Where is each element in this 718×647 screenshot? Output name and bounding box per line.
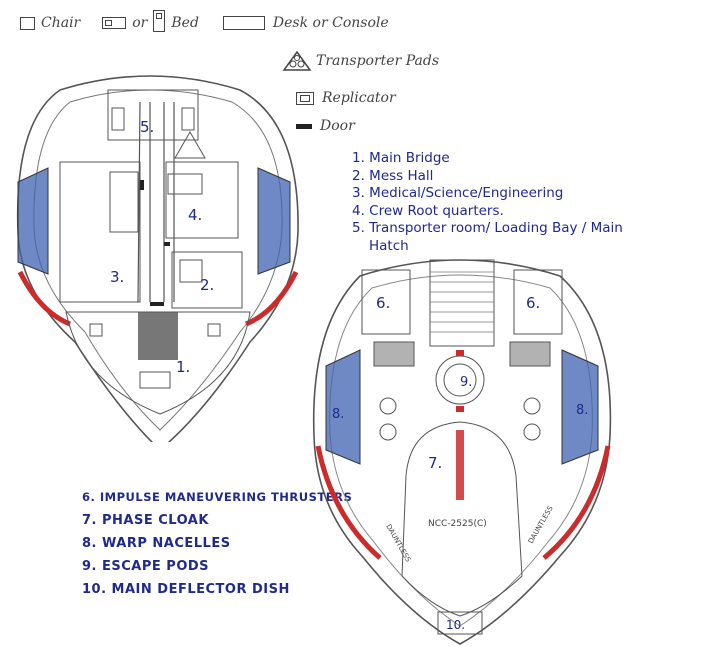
bottom-label-6a: 6. bbox=[376, 294, 390, 312]
ship-bottom-view: 6. 6. 9. 8. 8. 7. 10. NCC-2525(C) DAUNTL… bbox=[312, 259, 612, 645]
bottom-label-10: 10. bbox=[446, 618, 465, 632]
legend-row-door: Door bbox=[296, 118, 355, 134]
bottom-label-6b: 6. bbox=[526, 294, 540, 312]
bottom-grille-lines bbox=[430, 271, 494, 333]
bottom-pod-r1 bbox=[523, 397, 541, 415]
bottom-thruster-left bbox=[361, 269, 411, 335]
top-room-4-bed bbox=[167, 173, 203, 195]
top-door-2 bbox=[164, 242, 170, 246]
key-item-6: 6. IMPULSE MANEUVERING THRUSTERS bbox=[82, 490, 353, 504]
legend-door-label: Door bbox=[320, 118, 355, 134]
bed-vertical-symbol bbox=[153, 10, 166, 32]
top-label-2: 2. bbox=[200, 276, 214, 294]
key-item-3: 3. Medical/Science/Engineering bbox=[352, 185, 564, 201]
top-room-2-desk bbox=[179, 259, 203, 283]
bottom-red-trim-right bbox=[542, 445, 611, 560]
top-room-5 bbox=[107, 89, 199, 141]
legend-or-label: or bbox=[132, 15, 148, 31]
top-label-4: 4. bbox=[188, 206, 202, 224]
bottom-label-9: 9. bbox=[460, 375, 472, 390]
legend-row-replicator: Replicator bbox=[296, 90, 396, 106]
bottom-escape-pod-hatch-inner bbox=[443, 363, 477, 397]
bottom-registry: NCC-2525(C) bbox=[428, 519, 487, 529]
bottom-pod-l1 bbox=[379, 397, 397, 415]
bottom-nacelle-left bbox=[325, 349, 361, 465]
key-item-1: 1. Main Bridge bbox=[352, 150, 450, 166]
legend-row-transporter: Transporter Pads bbox=[282, 50, 439, 72]
key-item-9: 9. ESCAPE PODS bbox=[82, 559, 210, 574]
top-red-trim-left bbox=[17, 270, 71, 327]
chair-symbol bbox=[20, 16, 35, 30]
door-symbol bbox=[296, 123, 312, 129]
top-transporter-pads bbox=[174, 130, 206, 159]
bottom-label-8b: 8. bbox=[576, 403, 588, 418]
key-item-5: 5. Transporter room/ Loading Bay / Main bbox=[352, 220, 623, 236]
bottom-phase-cloak bbox=[401, 421, 523, 617]
bottom-deflector-dish bbox=[437, 611, 483, 635]
key-list-upper: 1. Main Bridge 2. Mess Hall 3. Medical/S… bbox=[352, 150, 623, 255]
top-hull-inner bbox=[33, 89, 283, 431]
bottom-label-7: 7. bbox=[428, 454, 442, 472]
transporter-pad-icon bbox=[282, 50, 312, 71]
top-corridor-left bbox=[137, 101, 141, 303]
bottom-label-8a: 8. bbox=[332, 407, 344, 422]
key-item-5-cont: Hatch bbox=[369, 237, 409, 254]
legend-desk-label: Desk or Console bbox=[272, 15, 389, 31]
legend-row-furniture: Chair or Bed Desk or Console bbox=[20, 10, 389, 34]
top-label-1: 1. bbox=[176, 358, 190, 376]
bottom-pod-l2 bbox=[379, 423, 397, 441]
bottom-vent-left bbox=[373, 341, 415, 367]
key-item-10: 10. MAIN DEFLECTOR DISH bbox=[82, 582, 290, 597]
key-item-4: 4. Crew Root quarters. bbox=[352, 202, 504, 219]
top-nacelle-left bbox=[17, 167, 49, 275]
legend-replicator-label: Replicator bbox=[322, 90, 396, 106]
bottom-red-trim-left bbox=[315, 445, 382, 560]
bottom-pod-r2 bbox=[523, 423, 541, 441]
top-bridge-chair-r bbox=[207, 323, 221, 337]
bed-horizontal-symbol bbox=[102, 17, 127, 29]
bottom-nacelle-right bbox=[561, 349, 599, 465]
key-list-lower: 6. IMPULSE MANEUVERING THRUSTERS 7. PHAS… bbox=[82, 486, 352, 601]
bottom-center-red-marks bbox=[456, 350, 464, 412]
top-bridge-hatch bbox=[138, 312, 178, 360]
top-door-1 bbox=[150, 302, 164, 306]
top-label-3: 3. bbox=[110, 268, 124, 286]
bottom-vent-right bbox=[509, 341, 551, 367]
top-room-4 bbox=[165, 161, 239, 239]
ship-top-view: 5. 4. 3. 2. 1. bbox=[16, 75, 299, 442]
bottom-center-grille bbox=[429, 259, 495, 347]
top-bridge-console bbox=[139, 371, 171, 389]
bottom-thruster-right bbox=[513, 269, 563, 335]
key-item-8: 8. WARP NACELLES bbox=[82, 536, 231, 551]
top-label-5: 5. bbox=[140, 118, 154, 136]
bottom-center-red-stripe bbox=[456, 430, 464, 500]
top-pad-right bbox=[181, 107, 195, 131]
legend-bed-label: Bed bbox=[171, 15, 199, 31]
top-room-3 bbox=[59, 161, 141, 303]
bottom-hull-name-left: DAUNTLESS bbox=[384, 523, 412, 564]
key-item-2: 2. Mess Hall bbox=[352, 167, 434, 184]
top-pad-left bbox=[111, 107, 125, 131]
replicator-symbol bbox=[296, 91, 314, 105]
top-nacelle-right bbox=[257, 167, 291, 275]
legend-chair-label: Chair bbox=[41, 15, 81, 31]
legend-transporter-label: Transporter Pads bbox=[316, 53, 439, 69]
bottom-hull-outline bbox=[312, 259, 612, 645]
top-bridge-chair-l bbox=[89, 323, 103, 337]
key-item-7: 7. PHASE CLOAK bbox=[82, 513, 209, 528]
top-red-trim-right bbox=[245, 270, 299, 327]
desk-symbol bbox=[222, 16, 265, 30]
top-room-1-bridge bbox=[65, 311, 251, 415]
top-room-2 bbox=[171, 251, 243, 309]
top-room-3-desk bbox=[109, 171, 139, 233]
top-door-3 bbox=[140, 180, 144, 190]
